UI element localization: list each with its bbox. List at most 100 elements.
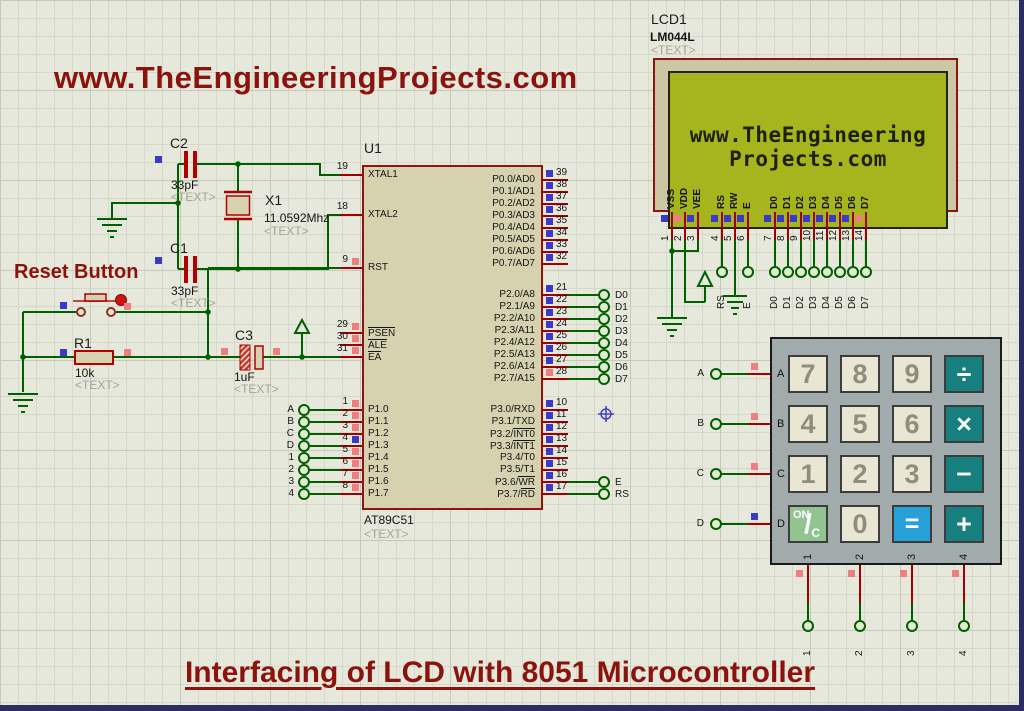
keypad-key-9[interactable]: 9 <box>892 355 932 393</box>
lcd-screen-line: Projects.com <box>729 147 887 171</box>
mcu-pin-label: ALE <box>368 339 387 351</box>
lcd-pin-stub <box>721 212 723 240</box>
mcu-pin-stub <box>541 481 568 483</box>
logic-state-square <box>855 215 862 222</box>
capacitor-c3-symbol[interactable] <box>239 344 264 371</box>
lcd-pin-name: VEE <box>692 188 703 209</box>
mcu-pin-label: P3.5/T1 <box>499 464 535 475</box>
terminal-circle <box>298 476 310 488</box>
lcd-pin-stub <box>826 212 828 240</box>
keypad-key-0[interactable]: 0 <box>840 505 880 543</box>
pin-number: 14 <box>556 445 568 456</box>
keypad-key-=[interactable]: = <box>892 505 932 543</box>
logic-state-square <box>546 333 553 340</box>
mcu-pin-label: P1.4 <box>368 452 389 463</box>
mcu-pin-label: P3.6/WR <box>400 476 535 488</box>
lcd-pin-stub <box>787 212 789 240</box>
pin-label-overline: PSEN <box>368 327 396 339</box>
keypad-key-÷[interactable]: ÷ <box>944 355 984 393</box>
c2-value: 33pF <box>171 178 199 192</box>
keypad-key-ON/C[interactable]: ON/C <box>788 505 828 543</box>
pin-number: 25 <box>556 330 568 341</box>
keypad-key-+[interactable]: + <box>944 505 984 543</box>
reset-push-button[interactable] <box>68 290 128 322</box>
wire <box>774 240 776 266</box>
mcu-pin-label: P1.7 <box>368 488 389 499</box>
terminal-label: A <box>697 368 704 379</box>
keypad-key-6[interactable]: 6 <box>892 405 932 443</box>
keypad-key-7[interactable]: 7 <box>788 355 828 393</box>
keypad-key-−[interactable]: − <box>944 455 984 493</box>
mcu-pin-stub <box>340 409 362 411</box>
capacitor-c1-symbol <box>184 256 197 283</box>
terminal-circle <box>298 440 310 452</box>
pin-number: 3 <box>342 420 348 431</box>
keypad-key-5[interactable]: 5 <box>840 405 880 443</box>
wire <box>787 240 789 266</box>
resistor-r1-symbol[interactable] <box>74 350 114 365</box>
pin-number: 7 <box>342 468 348 479</box>
logic-state-square <box>546 170 553 177</box>
logic-state-square <box>352 258 359 265</box>
wire <box>800 240 802 266</box>
r1-ref: R1 <box>74 335 92 351</box>
pin-number: 5 <box>342 444 348 455</box>
keypad-key-3[interactable]: 3 <box>892 455 932 493</box>
logic-state-square <box>60 349 67 356</box>
lcd-pin-number: 2 <box>673 235 684 241</box>
terminal-circle <box>710 418 722 430</box>
logic-state-square <box>711 215 718 222</box>
wire <box>807 603 809 620</box>
crystal-x1-symbol[interactable] <box>224 190 252 221</box>
terminal-label: 1 <box>802 650 813 656</box>
keypad-key-2[interactable]: 2 <box>840 455 880 493</box>
mcu-pin-label: P1.2 <box>368 428 389 439</box>
terminal-label: 4 <box>958 650 969 656</box>
keypad-key-×[interactable]: × <box>944 405 984 443</box>
logic-state-square <box>546 297 553 304</box>
logic-state-square <box>674 215 681 222</box>
logic-state-square <box>777 215 784 222</box>
pin-label-overline: RD <box>520 488 535 500</box>
terminal-circle <box>598 313 610 325</box>
logic-state-square <box>546 345 553 352</box>
lcd-pin-name: D5 <box>834 196 845 209</box>
mcu-pin-stub <box>340 214 362 216</box>
terminal-label: RS <box>716 295 727 309</box>
mcu-pin-label: P3.3/INT1 <box>400 440 535 452</box>
keypad-row-label: A <box>777 368 785 380</box>
logic-state-square <box>546 285 553 292</box>
terminal-circle <box>860 266 872 278</box>
logic-state-square <box>848 570 855 577</box>
lcd-pin-name: D2 <box>795 196 806 209</box>
logic-state-square <box>546 424 553 431</box>
push-button-symbol[interactable] <box>73 293 127 317</box>
keypad-key-4[interactable]: 4 <box>788 405 828 443</box>
wire <box>813 240 815 266</box>
logic-state-square <box>546 321 553 328</box>
terminal-label: D <box>286 440 294 451</box>
keypad-row-label: C <box>777 468 785 480</box>
logic-state-square <box>816 215 823 222</box>
keypad-key-1[interactable]: 1 <box>788 455 828 493</box>
keypad-key-text: / <box>804 508 812 539</box>
c3-ref: C3 <box>235 327 253 343</box>
mcu-body[interactable] <box>362 165 543 510</box>
power-symbols <box>293 269 714 334</box>
pin-number: 15 <box>556 457 568 468</box>
wire <box>568 378 598 380</box>
page-title: Interfacing of LCD with 8051 Microcontro… <box>184 656 816 689</box>
pin-number: 2 <box>342 408 348 419</box>
keypad-key-8[interactable]: 8 <box>840 355 880 393</box>
terminal-label: B <box>697 418 704 429</box>
terminal-circle <box>795 266 807 278</box>
keypad-pin-stub <box>963 565 965 603</box>
logic-state-square <box>60 302 67 309</box>
keypad-pin-stub <box>911 565 913 603</box>
wire <box>722 523 748 525</box>
logic-state-square <box>790 215 797 222</box>
logic-state-square <box>546 400 553 407</box>
pin-number: 36 <box>556 203 568 214</box>
c1-text-placeholder: <TEXT> <box>171 296 216 310</box>
